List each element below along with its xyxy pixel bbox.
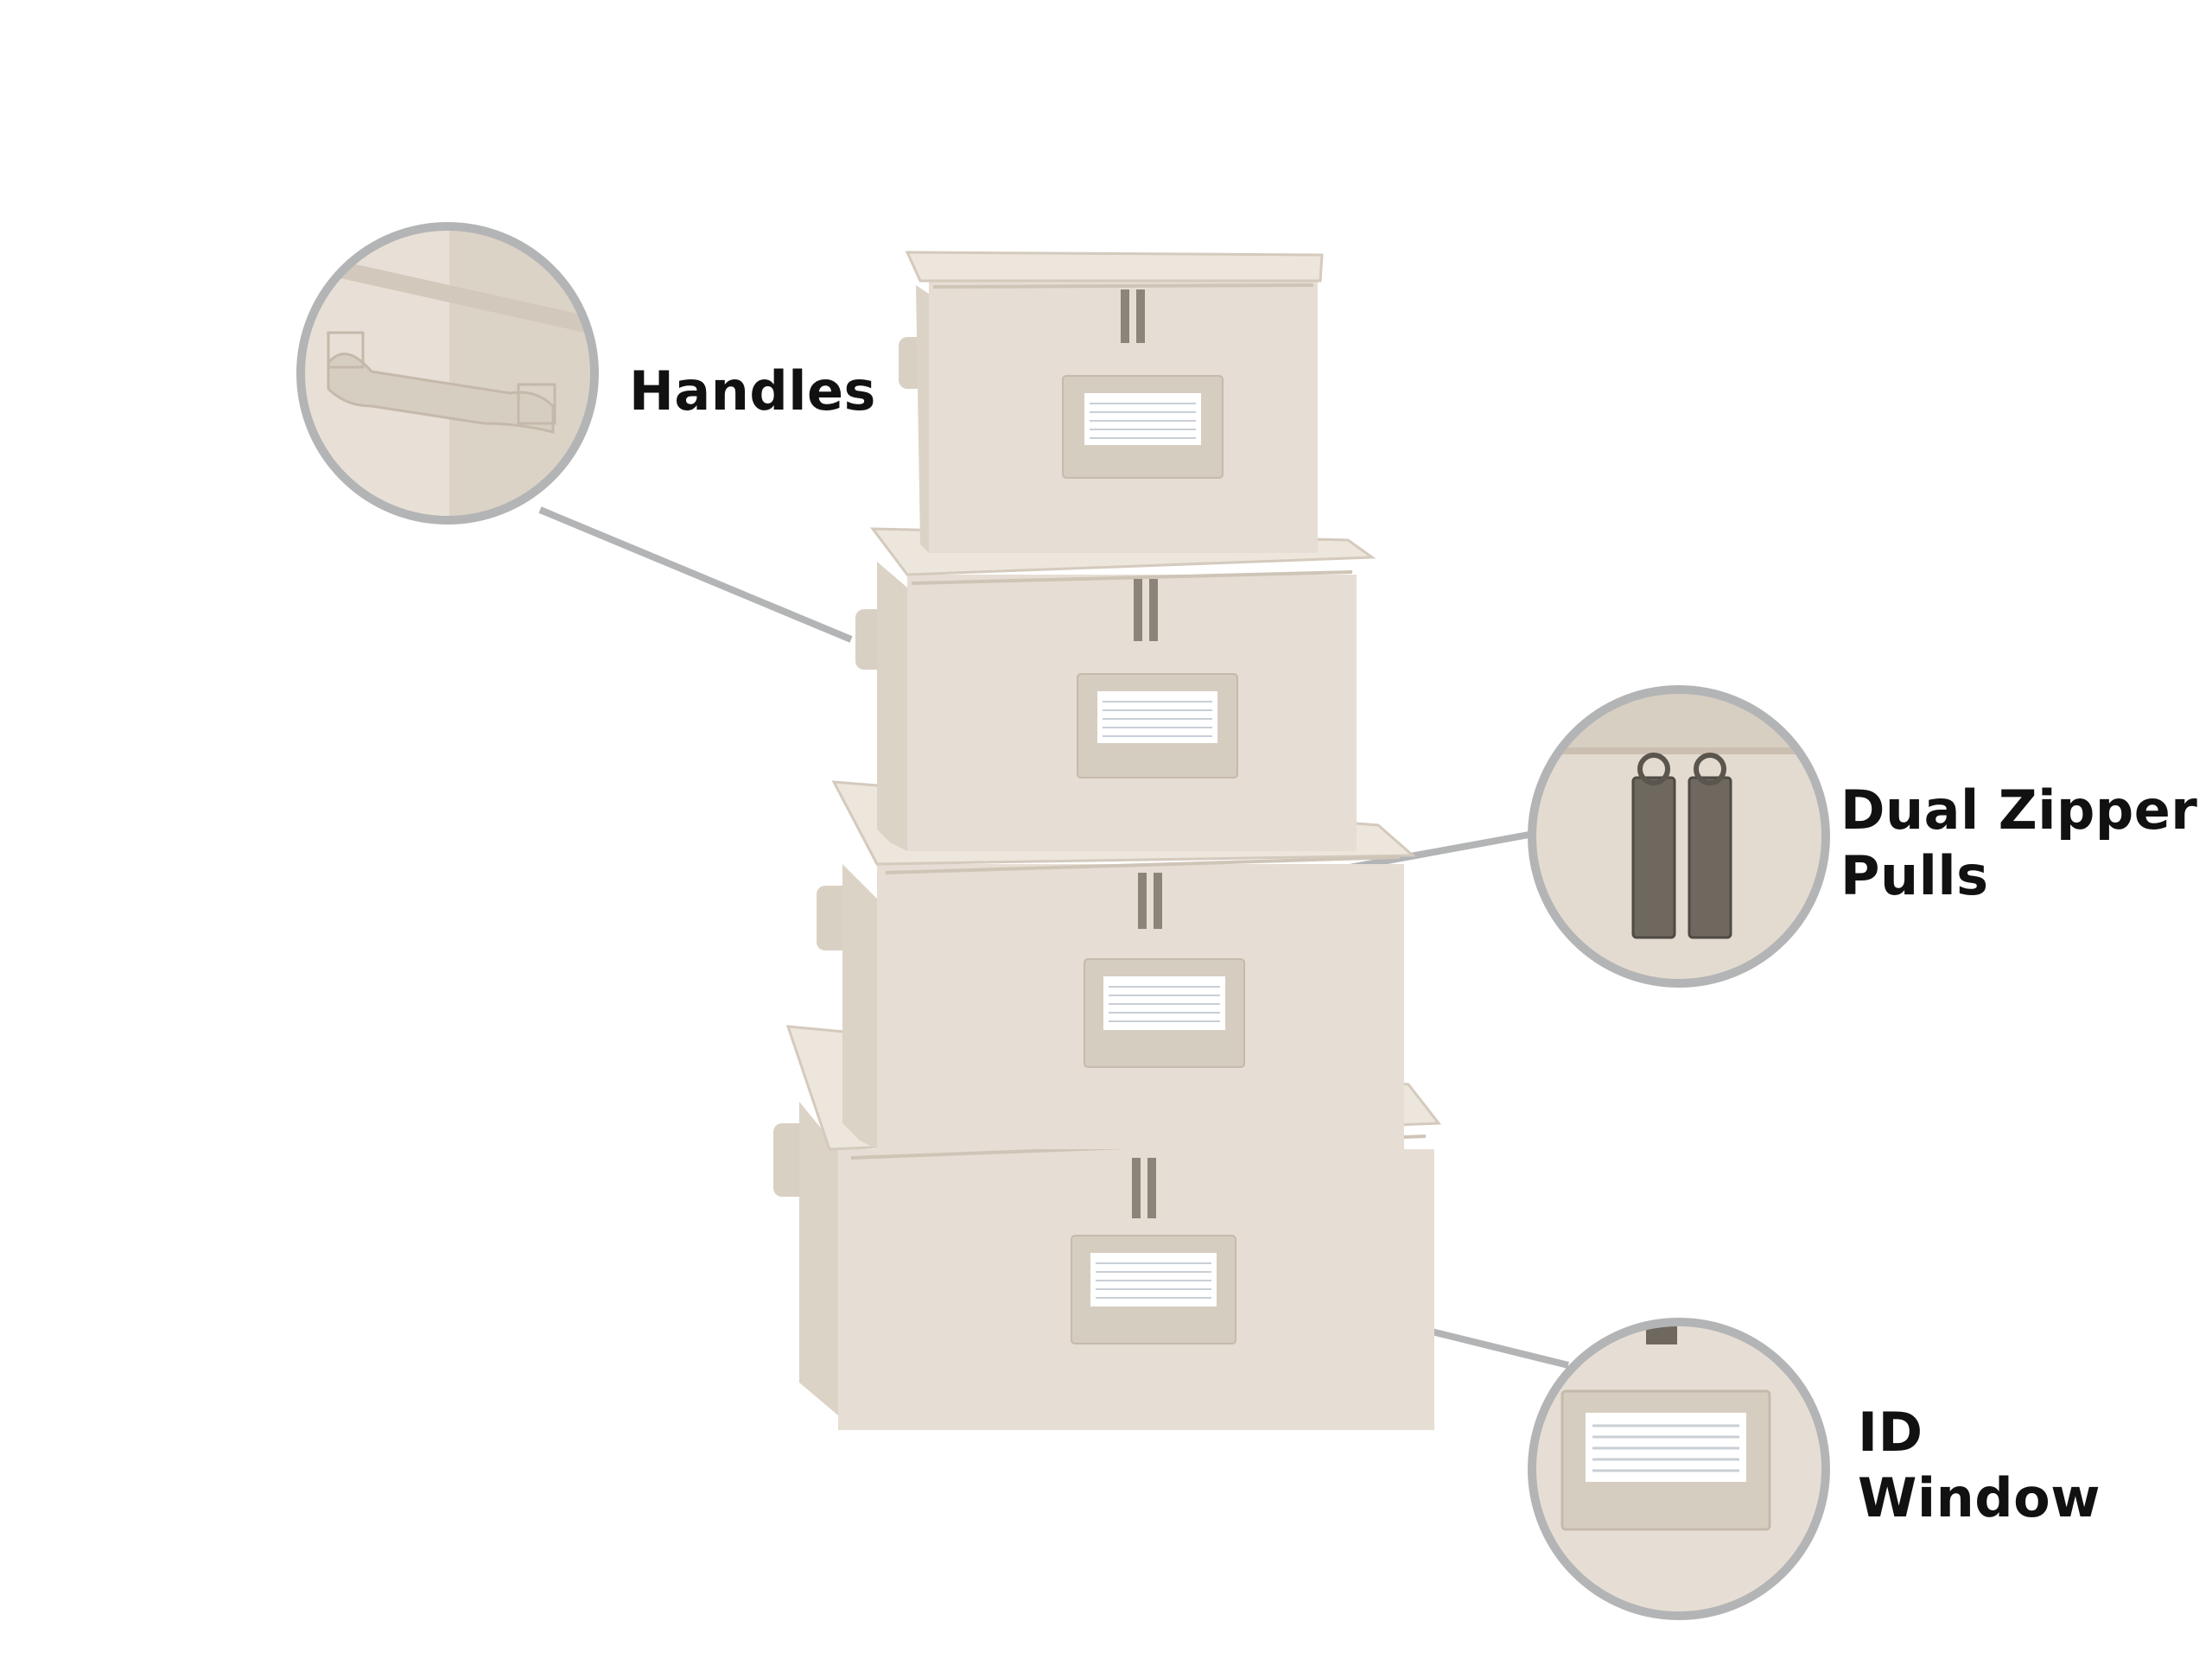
handles-label: Handles (629, 359, 876, 424)
zipper-detail-circle (1528, 685, 1830, 988)
handles-label-line1: Handles (629, 359, 876, 423)
dual-zipper-pulls-label: Dual Zipper Pulls (1840, 778, 2197, 908)
id-label-line1: ID (1858, 1401, 1923, 1464)
id-label-line2: Window (1858, 1465, 2101, 1529)
id-window-detail-circle (1528, 1318, 1830, 1620)
id-window-label: ID Window (1858, 1400, 2101, 1530)
zipper-label-line1: Dual Zipper (1840, 779, 2198, 842)
handles-connector-line (538, 506, 853, 643)
zipper-label-line2: Pulls (1840, 843, 1989, 907)
storage-box-medium (855, 527, 1376, 851)
handles-detail-circle (296, 222, 599, 524)
storage-box-small (899, 251, 1324, 553)
